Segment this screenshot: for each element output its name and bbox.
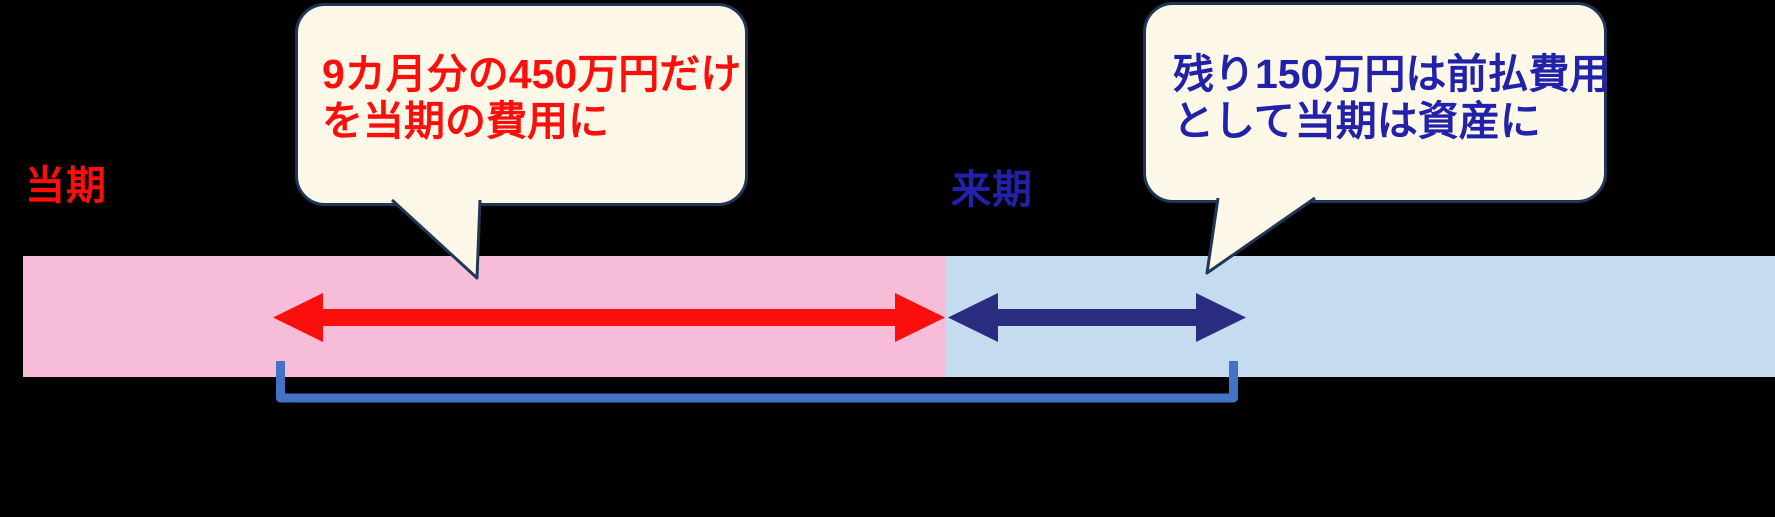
current-expense-callout-tail xyxy=(390,198,482,280)
prepaid-asset-callout-tail xyxy=(1205,196,1316,275)
prepaid-asset-callout: 残り150万円は前払費用 として当期は資産に xyxy=(1143,2,1611,203)
current-expense-span-arrow xyxy=(273,293,945,342)
next-period-span-arrow xyxy=(948,293,1246,342)
current-expense-callout: 9カ月分の450万円だけ を当期の費用に xyxy=(295,3,748,206)
current-expense-callout-line1: 9カ月分の450万円だけ xyxy=(322,51,742,97)
full-span-bracket xyxy=(276,361,1238,403)
next-period-label: 来期 xyxy=(951,168,1033,212)
prepaid-asset-callout-line2: として当期は資産に xyxy=(1173,98,1541,144)
prepaid-asset-callout-line1: 残り150万円は前払費用 xyxy=(1173,51,1611,97)
current-expense-callout-line2: を当期の費用に xyxy=(322,98,609,144)
current-period-label: 当期 xyxy=(25,164,107,208)
